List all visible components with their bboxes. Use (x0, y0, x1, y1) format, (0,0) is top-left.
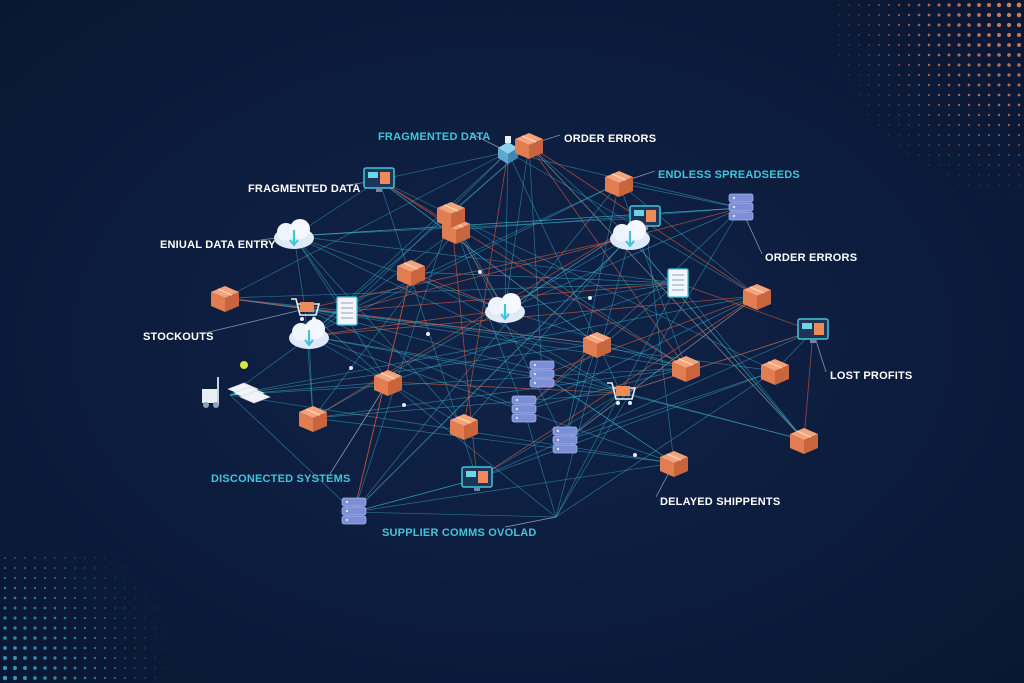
box-icon (450, 414, 478, 440)
server-icon (728, 193, 754, 221)
box-icon (515, 133, 543, 159)
label-supplier-comms: SUPPLIER COMMS OVOLAD (382, 527, 537, 539)
forklift-icon (202, 361, 271, 408)
label-order-errors-right: ORDER ERRORS (765, 252, 858, 264)
label-stockouts: STOCKOUTS (143, 331, 214, 343)
box-icon (437, 202, 465, 228)
label-endless-spreadsheets: ENDLESS SPREADSEEDS (658, 169, 800, 181)
box-icon (211, 286, 239, 312)
box-icon (672, 356, 700, 382)
monitor-icon (461, 466, 493, 491)
box-icon (374, 370, 402, 396)
shopping-cart-icon (607, 382, 637, 405)
box-icon (605, 171, 633, 197)
document-icon (336, 296, 358, 326)
monitor-box-icon (363, 167, 395, 192)
box-icon (660, 451, 688, 477)
box-icon (583, 332, 611, 358)
document-icon (667, 268, 689, 298)
box-icon (397, 260, 425, 286)
server-icon (341, 497, 367, 525)
monitor-icon (797, 318, 829, 343)
label-lost-profits: LOST PROFITS (830, 370, 913, 382)
label-disconnected-systems: DISCONECTED SYSTEMS (211, 473, 351, 485)
label-delayed-shipments: DELAYED SHIPPENTS (660, 496, 781, 508)
label-order-errors-top: ORDER ERRORS (564, 133, 657, 145)
node-icons (202, 133, 829, 525)
box-icon (761, 359, 789, 385)
label-fragmented-data-top: FRAGMENTED DATA (378, 131, 491, 143)
server-icon (529, 360, 555, 388)
cloud-icon (610, 220, 650, 250)
box-icon (299, 406, 327, 432)
label-fragmented-data-left: FRAGMENTED DATA (248, 183, 361, 195)
box-icon (743, 284, 771, 310)
cloud-icon (274, 219, 314, 249)
cloud-icon (289, 319, 329, 349)
cloud-icon (485, 293, 525, 323)
label-manual-data-entry: ENIUAL DATA ENTRY (160, 239, 276, 251)
box-icon (790, 428, 818, 454)
server-icon (511, 395, 537, 423)
server-icon (552, 426, 578, 454)
